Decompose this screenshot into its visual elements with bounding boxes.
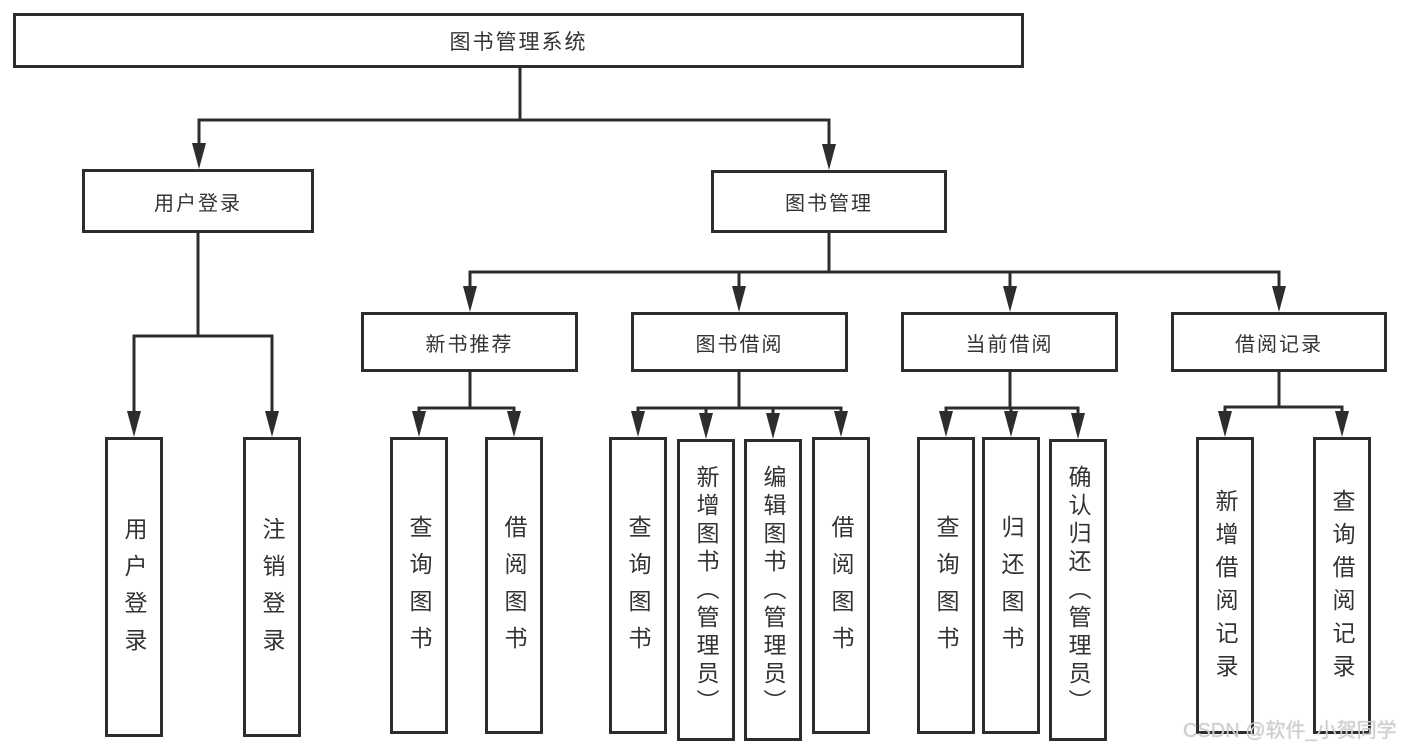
- leaf-query-borrow-record: 查询借阅记录: [1313, 437, 1371, 734]
- leaf-add-book-admin: 新增图书（管理员）: [677, 439, 735, 741]
- leaf-borrow-books: 借阅图书: [812, 437, 870, 734]
- csdn-watermark: CSDN @软件_小贺同学: [1183, 720, 1397, 742]
- leaf-user-login: 用户登录: [105, 437, 163, 737]
- leaf-add-borrow-record: 新增借阅记录: [1196, 437, 1254, 734]
- leaf-logout: 注销登录: [243, 437, 301, 737]
- leaf-query-books-current: 查询图书: [917, 437, 975, 734]
- node-user-login: 用户登录: [82, 169, 314, 233]
- leaf-query-books-borrow: 查询图书: [609, 437, 667, 734]
- leaf-borrow-books-recommend: 借阅图书: [485, 437, 543, 734]
- node-library-management-system: 图书管理系统: [13, 13, 1024, 68]
- leaf-query-books-recommend: 查询图书: [390, 437, 448, 734]
- node-book-management: 图书管理: [711, 170, 947, 233]
- leaf-confirm-return-admin: 确认归还（管理员）: [1049, 439, 1107, 741]
- leaf-return-books: 归还图书: [982, 437, 1040, 734]
- node-current-borrow: 当前借阅: [901, 312, 1118, 372]
- leaf-edit-book-admin: 编辑图书（管理员）: [744, 439, 802, 741]
- node-new-book-recommend: 新书推荐: [361, 312, 578, 372]
- node-book-borrow: 图书借阅: [631, 312, 848, 372]
- node-borrow-records: 借阅记录: [1171, 312, 1387, 372]
